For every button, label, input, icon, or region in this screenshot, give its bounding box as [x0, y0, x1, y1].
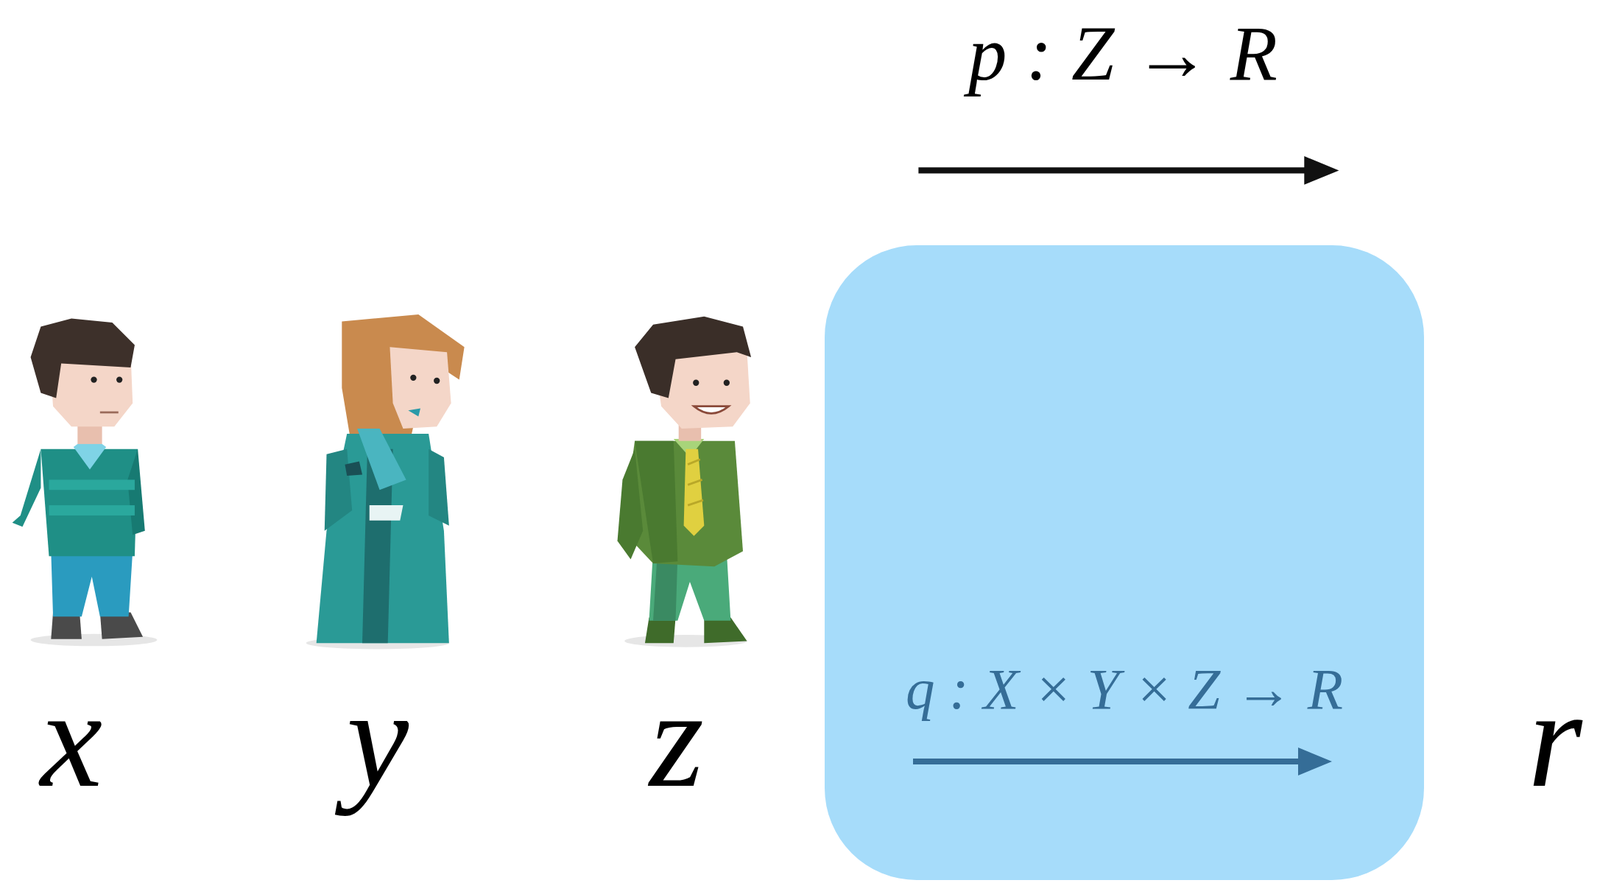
variable-label: y — [346, 668, 409, 809]
variable-label: x — [40, 668, 103, 809]
model-box: q : X × Y × Z → R — [824, 245, 1425, 880]
variable-label: z — [649, 668, 704, 809]
arrow — [918, 156, 1339, 185]
person-figure — [617, 316, 752, 648]
function-label: p : Z → R — [968, 14, 1278, 93]
function-label: q : X × Y × Z → R — [824, 659, 1425, 718]
person-figure — [306, 314, 465, 650]
arrow — [824, 245, 1425, 880]
variable-label: r — [1527, 668, 1583, 809]
person-figure — [12, 318, 158, 646]
